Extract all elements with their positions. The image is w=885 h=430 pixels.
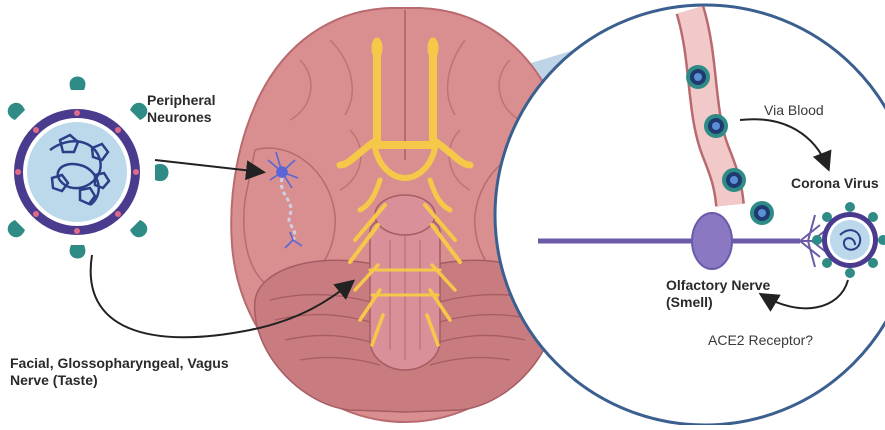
peripheral-line-1: Peripheral bbox=[147, 92, 215, 109]
olfactory-line-2: (Smell) bbox=[666, 294, 770, 311]
olfactory-line-1: Olfactory Nerve bbox=[666, 277, 770, 294]
olfactory-nerve-label: Olfactory Nerve (Smell) bbox=[666, 277, 770, 311]
peripheral-neurones-label: Peripheral Neurones bbox=[147, 92, 215, 126]
facial-line-1: Facial, Glossopharyngeal, Vagus bbox=[10, 355, 229, 372]
peripheral-line-2: Neurones bbox=[147, 109, 215, 126]
corona-virus-label: Corona Virus bbox=[791, 175, 879, 192]
large-virus-icon bbox=[0, 77, 169, 259]
via-blood-label: Via Blood bbox=[764, 102, 824, 119]
facial-line-2: Nerve (Taste) bbox=[10, 372, 229, 389]
taste-nerves-label: Facial, Glossopharyngeal, Vagus Nerve (T… bbox=[10, 355, 229, 389]
ace2-receptor-label: ACE2 Receptor? bbox=[708, 332, 813, 349]
